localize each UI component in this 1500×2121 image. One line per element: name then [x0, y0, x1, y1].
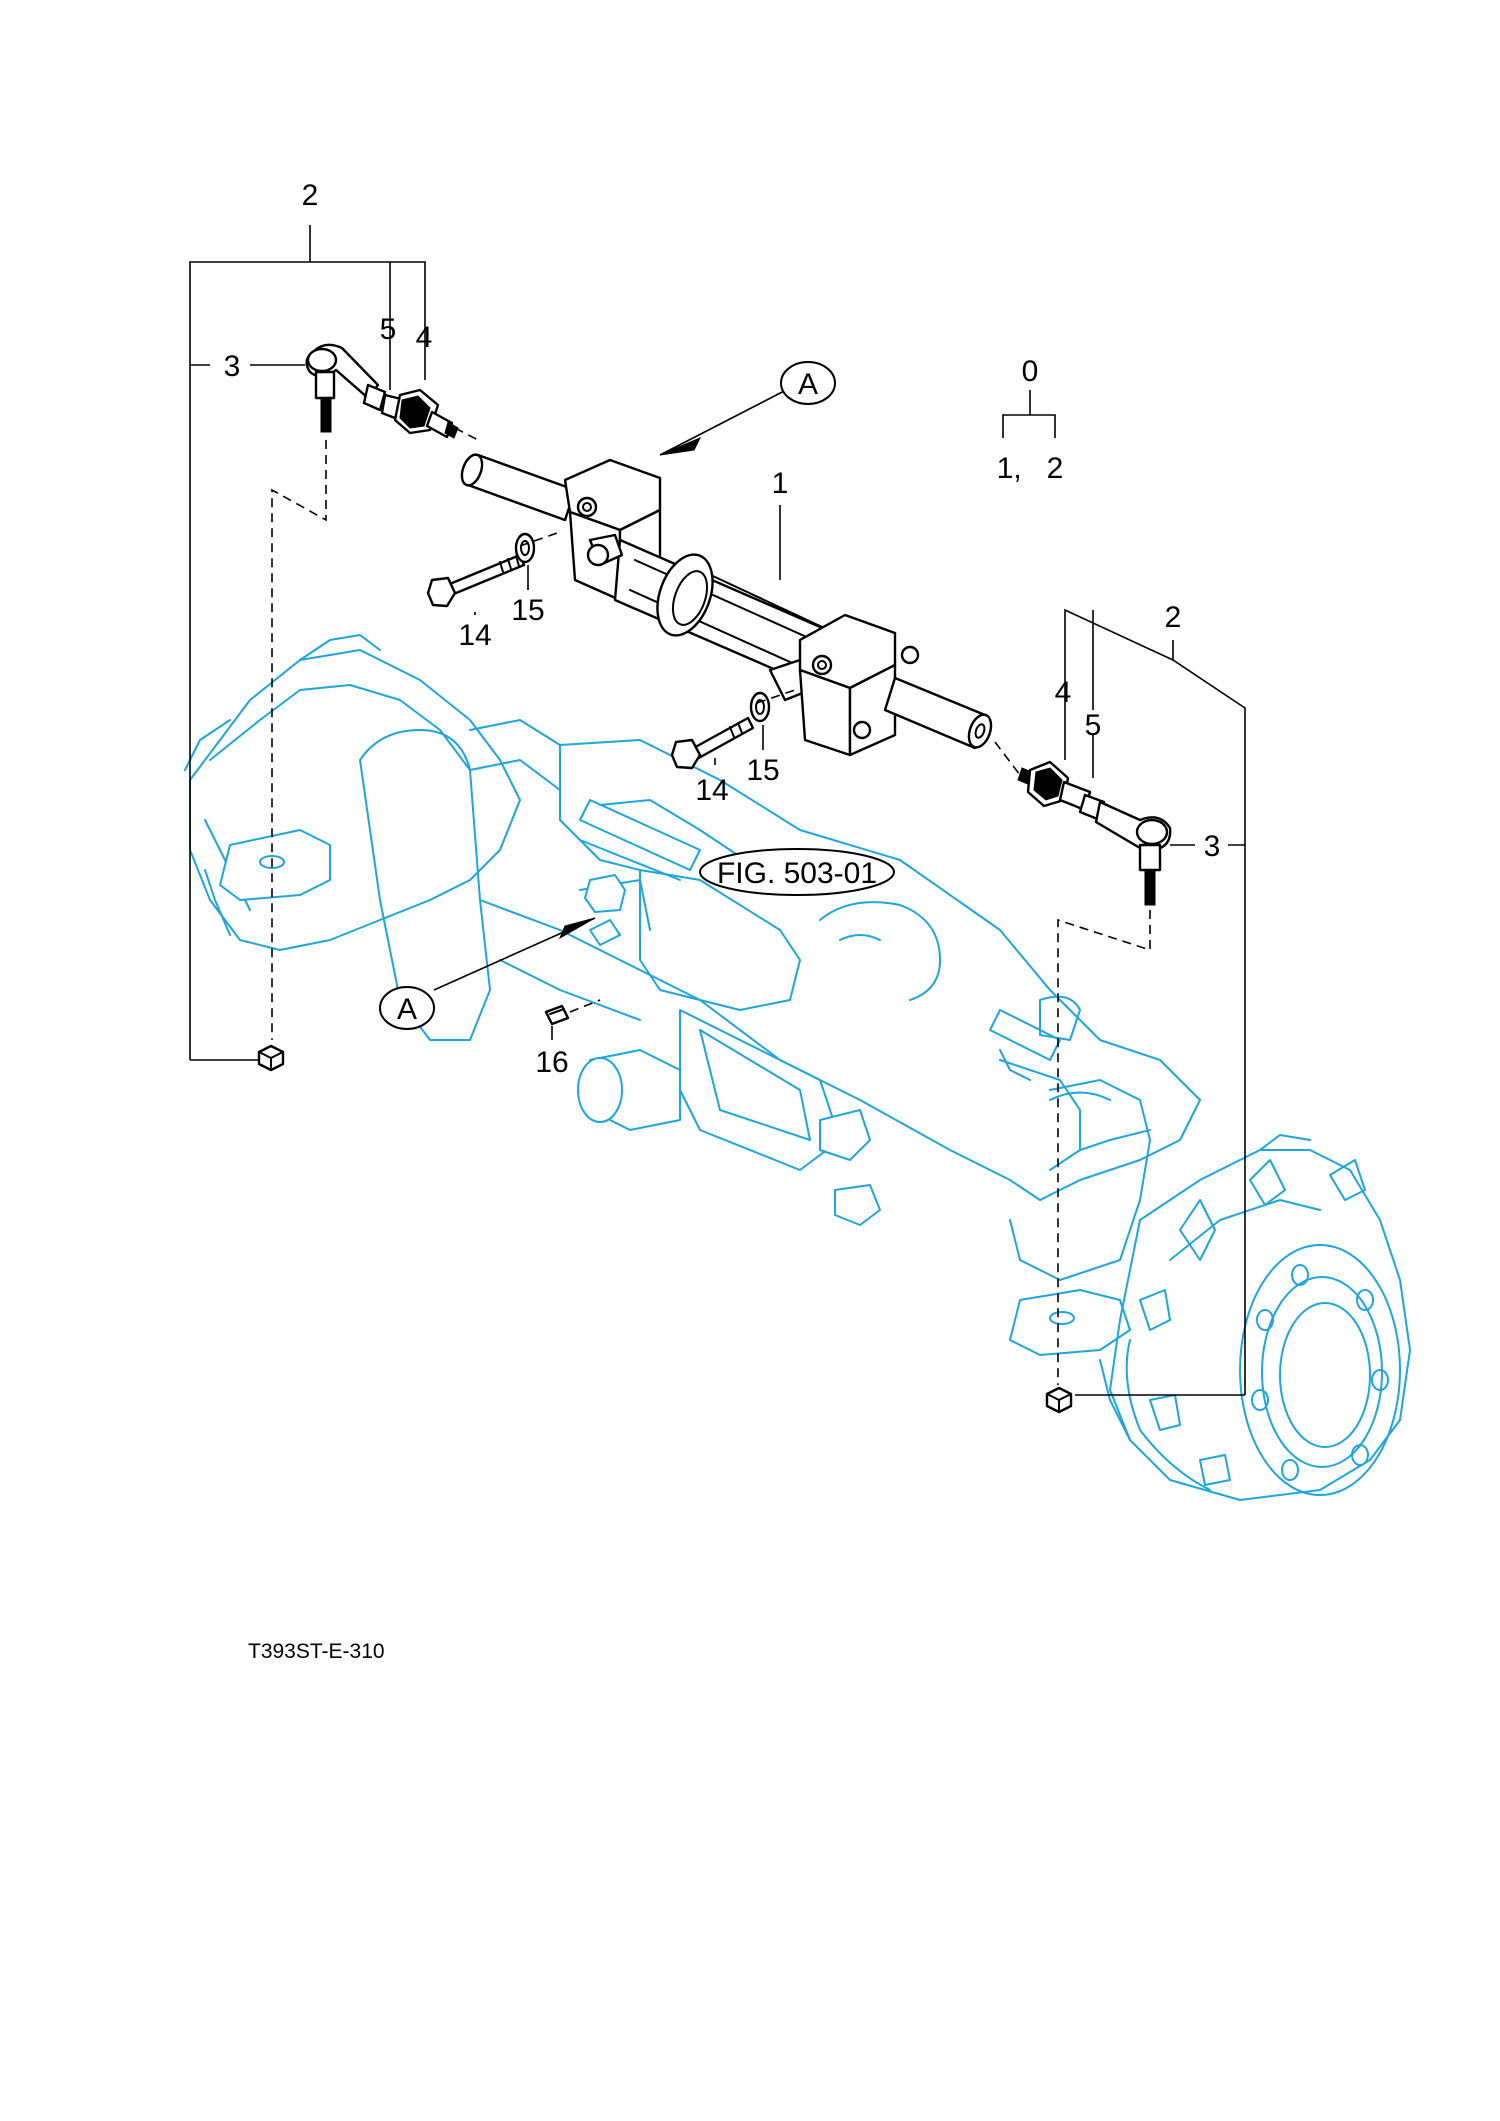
callout-1: 1 [772, 467, 789, 500]
pin [544, 1004, 570, 1026]
axle-housing [184, 634, 1411, 1501]
callout-14-right: 14 [695, 774, 728, 807]
leader-lines [189, 225, 1246, 1396]
callout-3-right: 3 [1204, 830, 1221, 863]
left-nut [257, 1044, 285, 1072]
callout-2-right: 2 [1165, 601, 1182, 634]
left-washer [514, 532, 536, 564]
fig-reference-label: FIG. 503-01 [717, 857, 877, 890]
callout-3-left: 3 [224, 350, 241, 383]
ref-marker-top: A [780, 361, 836, 405]
callout-2-left: 2 [302, 179, 319, 212]
right-tie-rod-end [1017, 760, 1172, 906]
right-washer [749, 691, 771, 723]
callout-4-left: 4 [416, 321, 433, 354]
left-tie-rod-end [305, 343, 459, 439]
right-nut [1045, 1386, 1073, 1414]
callout-16: 16 [535, 1046, 568, 1079]
assembly-key-children: 1, 2 [997, 452, 1064, 485]
ref-marker-bottom: A [379, 986, 435, 1030]
steering-cylinder [460, 453, 993, 757]
callout-5-right: 5 [1085, 709, 1102, 742]
right-bolt [670, 716, 755, 770]
callout-15-right: 15 [746, 754, 779, 787]
callout-4-right: 4 [1055, 676, 1072, 709]
ref-marker-top-label: A [798, 368, 818, 401]
left-bolt [426, 553, 526, 608]
assembly-key-parent: 0 [1022, 355, 1039, 388]
ref-marker-bottom-label: A [397, 993, 417, 1026]
fig-reference: FIG. 503-01 [699, 848, 895, 896]
figure-code: T393ST-E-310 [248, 1640, 385, 1663]
callout-5-left: 5 [380, 313, 397, 346]
callout-14-left: 14 [458, 619, 491, 652]
callout-15-left: 15 [511, 594, 544, 627]
